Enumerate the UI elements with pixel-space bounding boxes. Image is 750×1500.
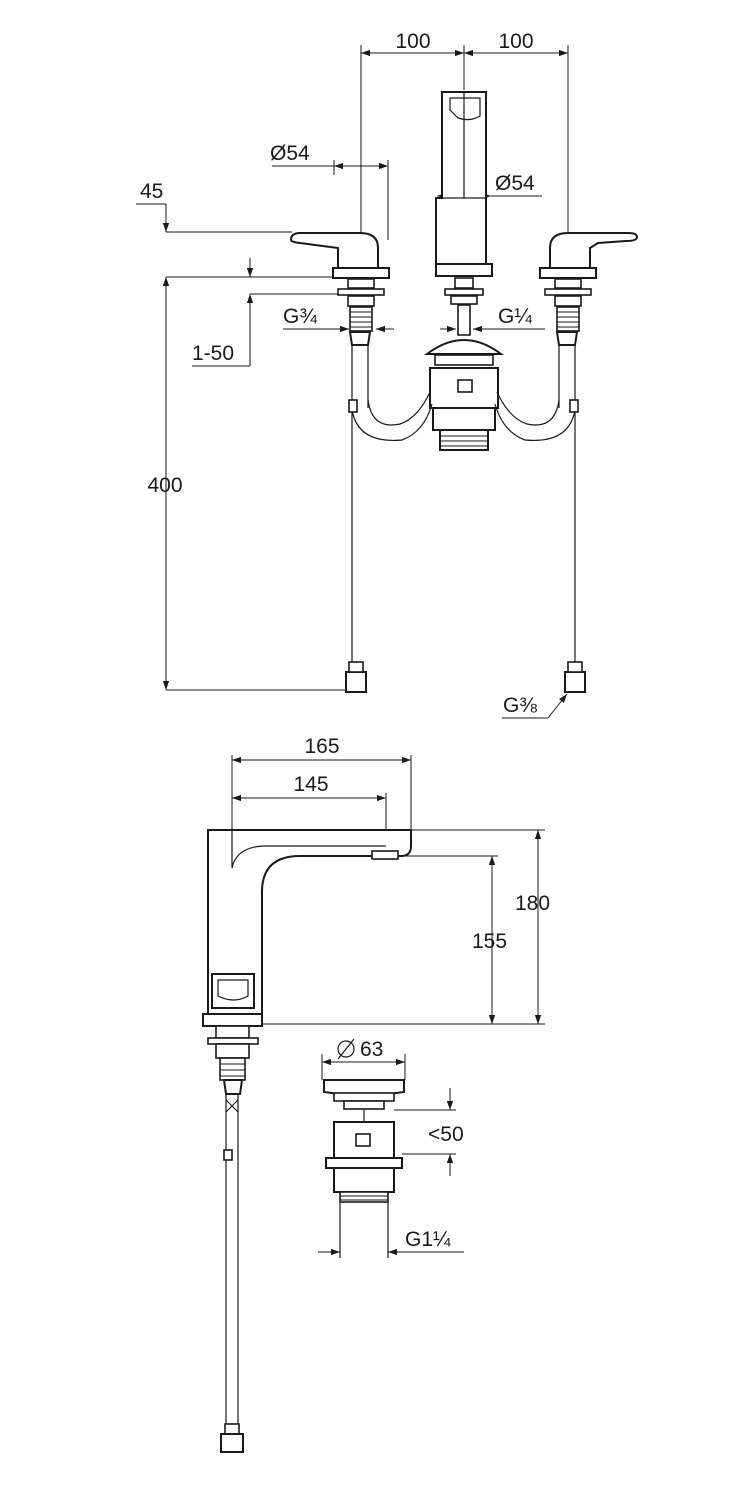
label-waste-thread: G1¼ (405, 1228, 451, 1251)
dimension-hose-length: 400 (147, 277, 345, 691)
dimension-handle-diameter: Ø54 (270, 142, 389, 240)
label-waste-lift: <50 (428, 1123, 464, 1146)
label-total-height: 180 (515, 892, 550, 915)
dimension-total-height: 180 (262, 829, 550, 1025)
side-base-hose (202, 1013, 263, 1453)
diameter-symbol-icon (337, 1040, 355, 1058)
dimension-waste-diameter: 63 (337, 1038, 383, 1061)
label-projection: 165 (304, 735, 339, 758)
label-hose-length: 400 (147, 474, 182, 497)
dimension-adjust-range: 1-50 (192, 258, 345, 367)
popup-waste-front (424, 277, 504, 451)
label-handle-diameter: Ø54 (270, 142, 310, 165)
dimension-projection: 165 (231, 735, 412, 830)
dimension-waste-lift: <50 (394, 1088, 464, 1176)
spout-side (207, 829, 412, 1015)
label-spacing-left: 100 (395, 30, 430, 53)
dimension-waste-thread: G1¼ (318, 1228, 464, 1256)
dimension-valve-thread: G¾ (283, 305, 394, 333)
label-outlet-projection: 145 (293, 773, 328, 796)
spout-front (435, 91, 493, 277)
left-handle-valve (289, 232, 390, 332)
right-handle-valve (539, 232, 639, 332)
label-outlet-height: 155 (472, 930, 507, 953)
dimension-rod-thread: G¼ (440, 305, 545, 333)
label-spacing-right: 100 (498, 30, 533, 53)
label-waste-diameter: 63 (360, 1038, 383, 1061)
diameter-symbol-slash (337, 1038, 355, 1060)
front-view: 100 100 Ø54 Ø54 45 (136, 30, 639, 719)
left-hose (345, 331, 433, 693)
dimension-hose-thread: G⅜ (502, 693, 568, 719)
dimension-spacing-right: 100 (464, 30, 568, 57)
label-hose-thread: G⅜ (503, 694, 537, 717)
waste-valve-side: 63 <50 (318, 1038, 464, 1258)
dimension-handle-height: 45 (136, 180, 340, 278)
dimension-outlet-height: 155 (386, 855, 507, 1024)
label-valve-thread: G¾ (283, 305, 317, 328)
label-adjust-range: 1-50 (192, 342, 234, 365)
dimension-spacing-left: 100 (361, 30, 464, 57)
label-spout-diameter: Ø54 (495, 172, 535, 195)
right-hose (494, 331, 586, 693)
side-view: 165 145 180 155 (202, 735, 550, 1453)
label-handle-height: 45 (140, 180, 163, 203)
label-rod-thread: G¼ (498, 305, 532, 328)
